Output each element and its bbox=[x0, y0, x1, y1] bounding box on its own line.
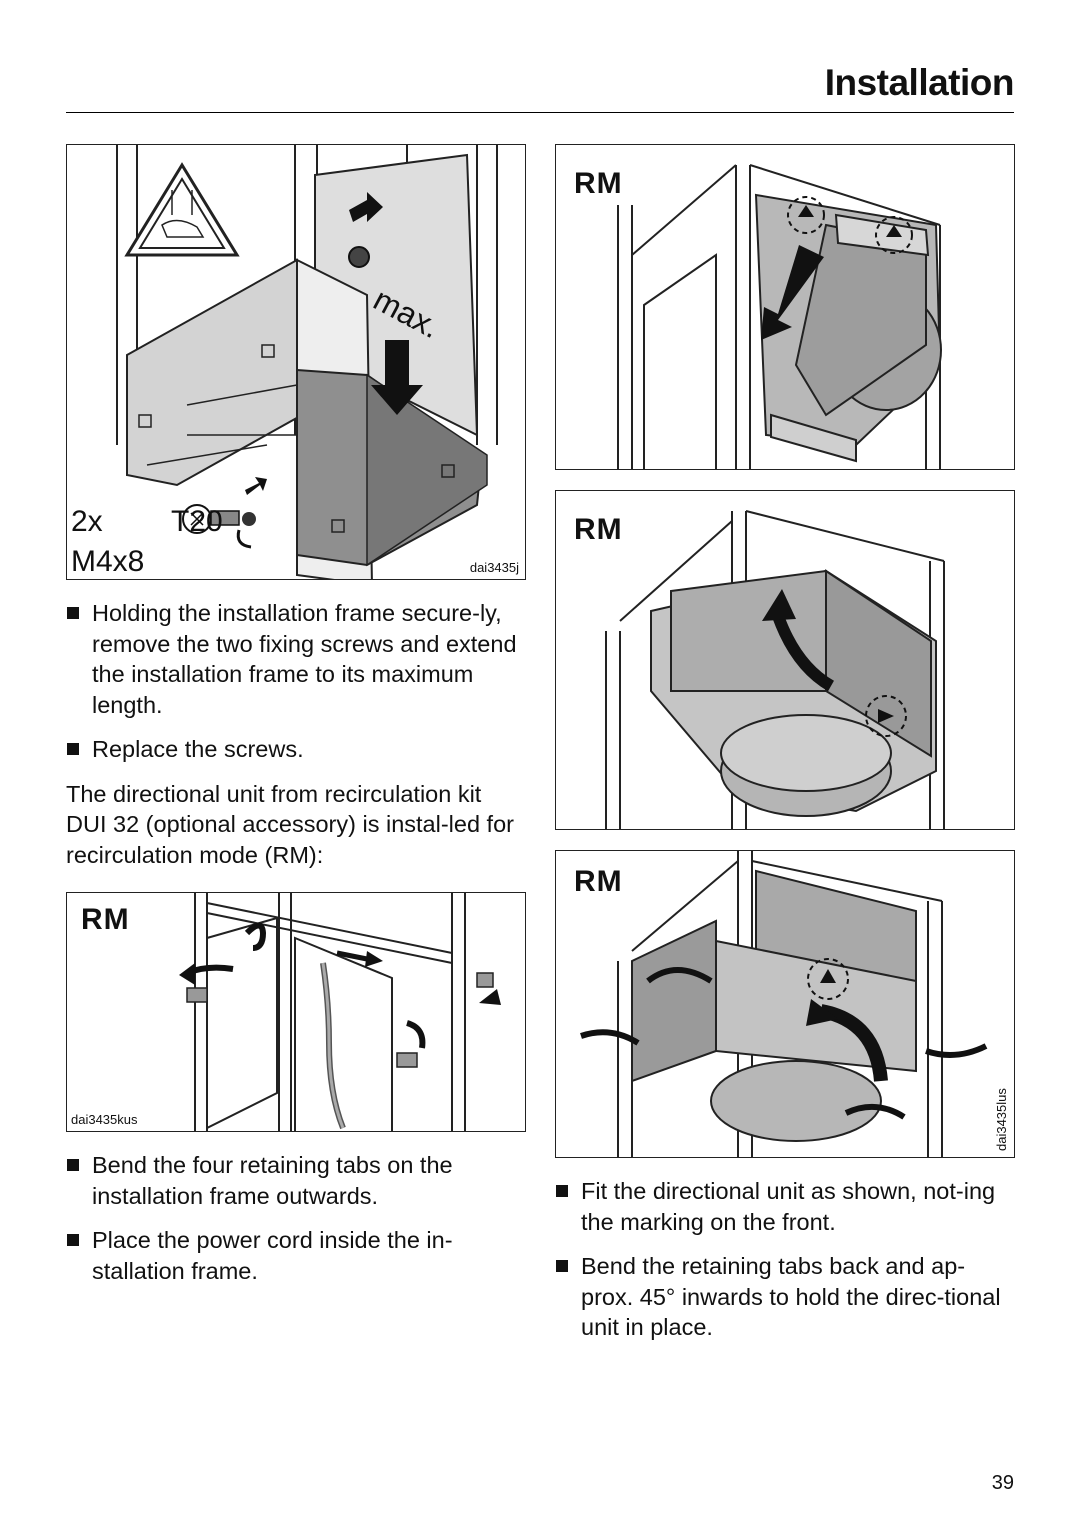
rm-bottom-illustration bbox=[580, 851, 988, 1157]
instruction-bullet: Replace the screws. bbox=[66, 734, 528, 765]
figure-frame-extension: max. 2x T20 M4x8 dai3435j bbox=[66, 144, 526, 580]
screw-drive-label: T20 bbox=[171, 505, 223, 538]
rm-label: RM bbox=[574, 513, 623, 546]
rm-top-illustration bbox=[617, 164, 942, 469]
rm-tabs-illustration bbox=[179, 893, 501, 1131]
figure-rm-top: RM bbox=[555, 144, 1015, 470]
figure-code: dai3435lus bbox=[994, 1088, 1009, 1151]
screw-size-label: M4x8 bbox=[71, 545, 145, 578]
page-number: 39 bbox=[991, 1472, 1014, 1494]
slide-arrow-icon bbox=[761, 245, 824, 340]
rm-label: RM bbox=[81, 903, 130, 936]
rotate-arrow-icon bbox=[772, 613, 835, 692]
figure-rm-middle: RM bbox=[555, 490, 1015, 830]
figure-rm-tabs: RM dai3435kus bbox=[66, 892, 526, 1132]
instruction-bullet: Bend the four retaining tabs on the inst… bbox=[66, 1150, 528, 1211]
rotate-arrow-icon bbox=[819, 1004, 888, 1082]
rm-label: RM bbox=[574, 167, 623, 200]
instruction-bullet: Place the power cord inside the in-stall… bbox=[66, 1225, 528, 1286]
figure-code: dai3435kus bbox=[71, 1112, 138, 1127]
max-down-arrow-icon bbox=[371, 340, 423, 415]
header-rule bbox=[66, 112, 1014, 113]
left-text-block-2: Bend the four retaining tabs on the inst… bbox=[66, 1150, 528, 1286]
instruction-bullet: Fit the directional unit as shown, not-i… bbox=[555, 1176, 1017, 1237]
screw-count-label: 2x bbox=[71, 505, 103, 538]
left-text-block-1: Holding the installation frame secure-ly… bbox=[66, 598, 528, 870]
figure-rm-bottom: RM dai3435lus bbox=[555, 850, 1015, 1158]
instruction-bullet: Holding the installation frame secure-ly… bbox=[66, 598, 528, 720]
right-text-block: Fit the directional unit as shown, not-i… bbox=[555, 1176, 1017, 1343]
intro-paragraph: The directional unit from recirculation … bbox=[66, 780, 514, 868]
frame-extension-illustration bbox=[116, 145, 498, 579]
rm-label: RM bbox=[574, 865, 623, 898]
rm-middle-illustration bbox=[605, 510, 945, 829]
instruction-bullet: Bend the retaining tabs back and ap-prox… bbox=[555, 1251, 1017, 1343]
page-title: Installation bbox=[824, 62, 1015, 103]
figure-code: dai3435j bbox=[469, 560, 519, 575]
